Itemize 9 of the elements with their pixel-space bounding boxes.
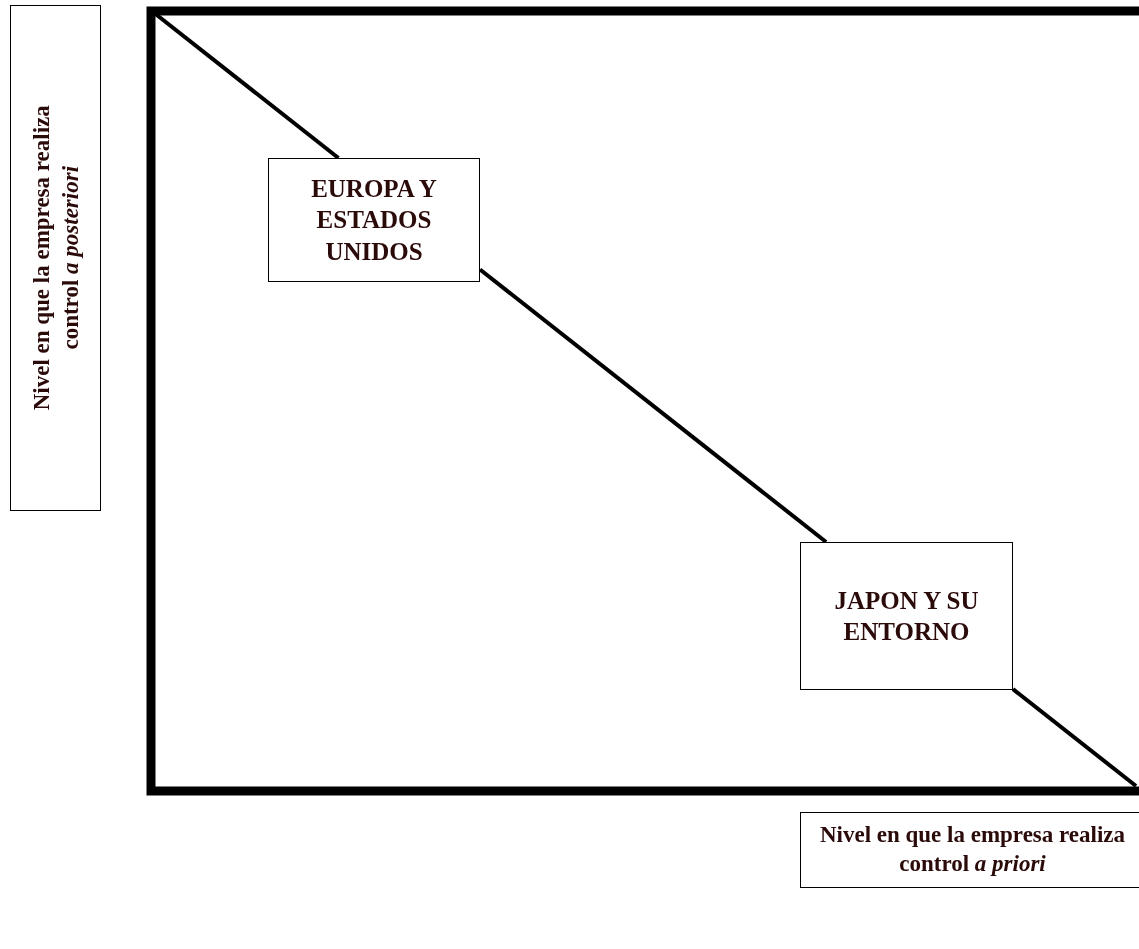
region-box [800,542,1013,690]
label-text: EUROPA Y ESTADOS UNIDOS [310,174,438,267]
axis-label-box [800,812,1139,888]
diagonal-line [478,267,828,544]
label-text: Nivel en que la empresa realiza control a priori [818,821,1127,878]
region-box [268,158,480,282]
label-text: JAPON Y SU ENTORNO [833,585,980,647]
axis-label-box [10,5,101,511]
diagonal-line [1011,687,1138,788]
